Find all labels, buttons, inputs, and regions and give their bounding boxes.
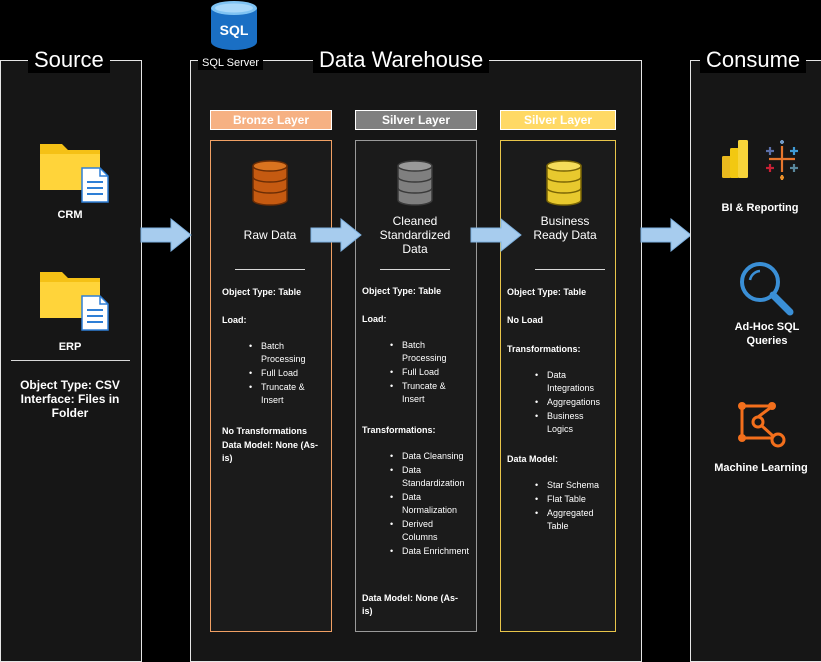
bronze-data-model: Data Model: None (As-is) [222, 440, 319, 463]
list-item: Data Integrations [533, 369, 609, 395]
arrow-bronze-to-silver [310, 218, 362, 252]
bronze-layer-header: Bronze Layer [210, 110, 332, 130]
silver-data-model: Data Model: None (As-is) [362, 593, 459, 616]
silver-layer-header: Silver Layer [355, 110, 477, 130]
list-item: Flat Table [533, 493, 609, 506]
list-item: Batch Processing [388, 339, 468, 365]
gold-transformations-label: Transformations: [507, 344, 581, 354]
list-item: Aggregations [533, 396, 609, 409]
gold-database-icon [546, 160, 582, 206]
list-item: Truncate & Insert [247, 381, 327, 407]
list-item: Aggregated Table [533, 507, 609, 533]
source-meta: Object Type: CSV Interface: Files in Fol… [8, 378, 132, 420]
list-item: Truncate & Insert [388, 380, 468, 406]
bronze-load-list: Batch Processing Full Load Truncate & In… [247, 340, 327, 408]
sql-badge: SQL [219, 22, 249, 38]
adhoc-sql-label: Ad-Hoc SQL Queries [734, 321, 800, 347]
list-item: Data Cleansing [388, 450, 470, 463]
silver-load-list: Batch Processing Full Load Truncate & In… [388, 339, 468, 407]
list-item: Batch Processing [247, 340, 327, 366]
silver-divider [380, 269, 450, 270]
list-item: Derived Columns [388, 518, 470, 544]
bronze-divider [235, 269, 305, 270]
bi-reporting-label: BI & Reporting [721, 202, 799, 214]
list-item: Business Logics [533, 410, 609, 436]
arrow-silver-to-gold [470, 218, 522, 252]
gold-data-model-label: Data Model: [507, 454, 559, 464]
list-item: Data Standardization [388, 464, 470, 490]
list-item: Data Normalization [388, 491, 470, 517]
warehouse-title: Data Warehouse [313, 47, 490, 73]
machine-learning-icon [738, 402, 786, 448]
list-item: Full Load [388, 366, 468, 379]
arrow-warehouse-to-consume [640, 218, 692, 252]
arrow-source-to-bronze [140, 218, 192, 252]
gold-layer-header: Silver Layer [500, 110, 616, 130]
adhoc-sql-icon [740, 262, 794, 316]
source-divider [11, 360, 130, 361]
silver-transformation-list: Data Cleansing Data Standardization Data… [388, 450, 470, 559]
silver-transformations-label: Transformations: [362, 425, 436, 435]
erp-folder-icon [40, 272, 109, 331]
silver-layer-name: Cleaned Standardized Data [379, 214, 451, 256]
list-item: Full Load [247, 367, 327, 380]
crm-folder-icon [40, 144, 109, 203]
bronze-database-icon [252, 160, 288, 206]
machine-learning-label: Machine Learning [714, 462, 808, 474]
sql-server-icon [211, 1, 257, 50]
interface-value: Files in Folder [51, 392, 120, 420]
consume-panel [690, 60, 821, 662]
bronze-load-label: Load: [222, 315, 247, 325]
gold-transformation-list: Data Integrations Aggregations Business … [533, 369, 609, 437]
gold-divider [535, 269, 605, 270]
gold-no-load: No Load [507, 315, 543, 325]
gold-object-type: Object Type: Table [507, 287, 587, 297]
source-title: Source [28, 47, 110, 73]
gold-layer-name: Business Ready Data [533, 214, 597, 242]
bronze-no-transformations: No Transformations [222, 426, 308, 436]
list-item: Star Schema [533, 479, 609, 492]
silver-object-type: Object Type: Table [362, 286, 442, 296]
erp-label: ERP [58, 341, 82, 353]
object-type-label: Object Type: [20, 378, 92, 392]
consume-title: Consume [700, 47, 807, 73]
bronze-layer-name: Raw Data [243, 228, 297, 242]
bi-reporting-icon [722, 140, 798, 180]
sql-server-label: SQL Server [198, 56, 264, 70]
interface-label: Interface: [20, 392, 75, 406]
crm-label: CRM [57, 209, 83, 221]
list-item: Data Enrichment [388, 545, 470, 558]
object-type-value: CSV [95, 378, 120, 392]
bronze-object-type: Object Type: Table [222, 287, 302, 297]
silver-database-icon [397, 160, 433, 206]
silver-load-label: Load: [362, 314, 387, 324]
gold-data-model-list: Star Schema Flat Table Aggregated Table [533, 479, 609, 534]
